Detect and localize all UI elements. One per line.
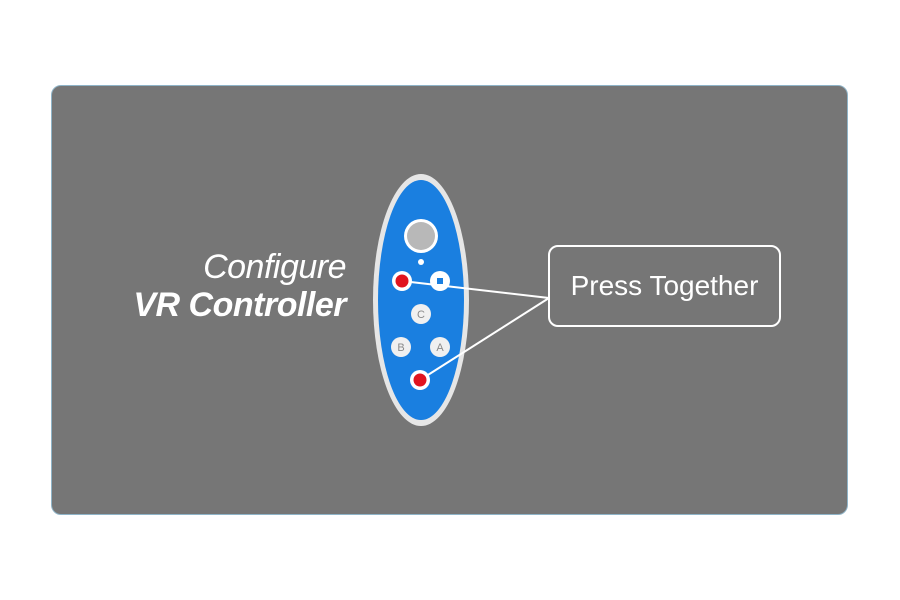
c-button[interactable] [411, 304, 431, 324]
red-button-bottom-dot [413, 373, 427, 387]
controller-body [378, 180, 464, 420]
c-button-label: C [417, 309, 425, 321]
red-button-top-dot [395, 274, 409, 288]
connector-line-top [401, 280, 550, 299]
page-title: Configure VR Controller [133, 248, 346, 324]
a-button[interactable] [430, 337, 450, 357]
title-line-vr-controller: VR Controller [133, 286, 346, 325]
status-led [418, 259, 424, 265]
b-button-label: B [397, 342, 404, 354]
connector-line-bottom [419, 297, 550, 381]
title-line-configure: Configure [203, 248, 346, 286]
a-button-label: A [436, 342, 444, 354]
b-button[interactable] [391, 337, 411, 357]
callout-text: Press Together [570, 270, 759, 301]
home-square-icon [437, 278, 443, 284]
touchpad-button[interactable] [407, 222, 435, 250]
press-together-callout: Press Together [548, 245, 781, 327]
